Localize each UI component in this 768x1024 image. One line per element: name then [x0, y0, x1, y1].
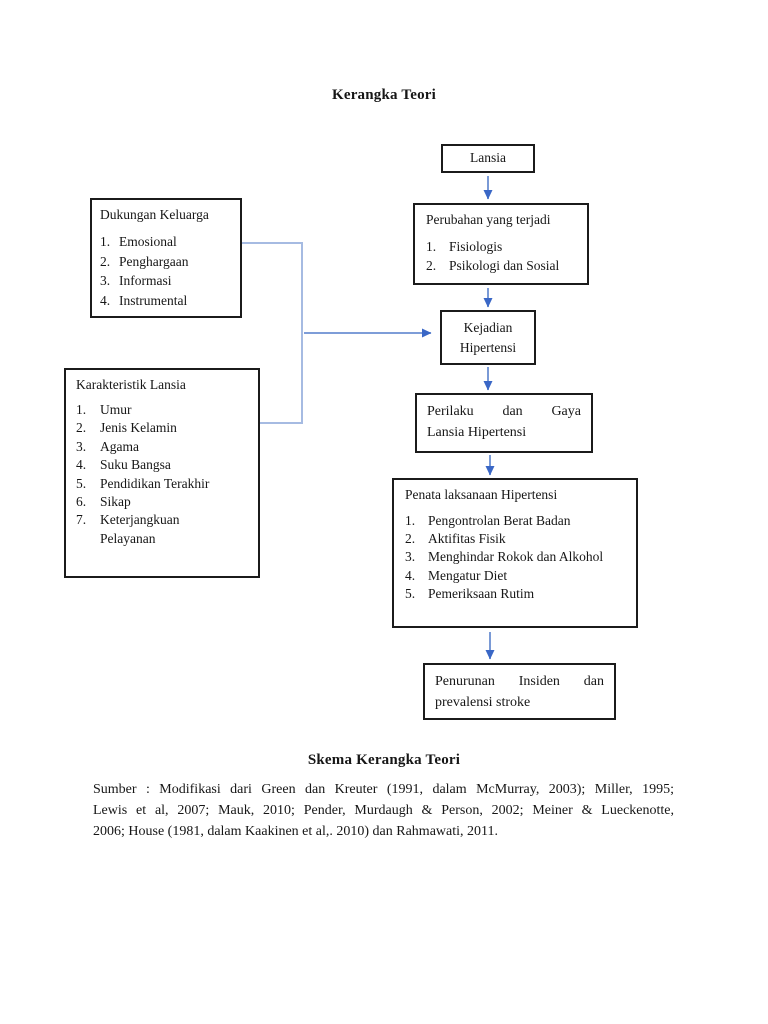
list-item: 6. Sikap [76, 493, 248, 511]
list-item-text: Mengatur Diet [428, 567, 508, 583]
box-lansia: Lansia [441, 144, 535, 173]
list-item-number: 5. [76, 475, 87, 491]
list-item-number: 1. [405, 513, 416, 528]
list-item: 1. Emosional [100, 232, 232, 252]
list-item-number: 2. [405, 531, 416, 547]
box-perilaku: Perilaku dan Gaya Lansia Hipertensi [415, 393, 593, 453]
list-item-text: Pemeriksaan Rutim [428, 585, 535, 601]
list-item-text: Emosional [119, 234, 177, 249]
list-item-text: Keterjangkuan [100, 512, 180, 528]
list-item-number: 2. [76, 420, 87, 436]
list-item: 1. Pengontrolan Berat Badan [405, 512, 625, 530]
list-item-number: 4. [100, 292, 111, 308]
list-item-number: 1. [76, 402, 87, 417]
box-kejadian: Kejadian Hipertensi [440, 310, 536, 365]
box-lansia-label: Lansia [470, 150, 506, 165]
list-item-text: Psikologi dan Sosial [449, 258, 560, 273]
list-item: 5. Pendidikan Terakhir [76, 475, 248, 493]
list-item: 1. Fisiologis [426, 237, 576, 256]
box-penurunan: Penurunan Insiden dan prevalensi stroke [423, 663, 616, 720]
list-item: 1. Umur [76, 401, 248, 419]
list-item-text: Suku Bangsa [100, 457, 171, 473]
list-item-text: Aktifitas Fisik [428, 531, 506, 547]
box-karakteristik: Karakteristik Lansia 1. Umur 2. Jenis Ke… [64, 368, 260, 578]
box-kejadian-line2: Hipertensi [459, 340, 517, 355]
list-item-text: Informasi [119, 273, 172, 288]
list-item-number: 5. [405, 585, 416, 601]
list-item: 4. Suku Bangsa [76, 456, 248, 474]
box-penata-list: 1. Pengontrolan Berat Badan 2. Aktifitas… [405, 512, 625, 603]
list-item: 5. Pemeriksaan Rutim [405, 585, 625, 603]
box-dukungan-title: Dukungan Keluarga [100, 207, 209, 222]
source-line: Lewis et al, 2007; Mauk, 2010; Pender, M… [93, 803, 674, 818]
list-item-number: 2. [100, 253, 111, 269]
list-item: 2. Psikologi dan Sosial [426, 256, 576, 275]
source-line: Sumber : Modifikasi dari Green dan Kreut… [93, 782, 674, 797]
list-item-text: Umur [100, 402, 132, 417]
box-dukungan: Dukungan Keluarga 1. Emosional 2. Pengha… [90, 198, 242, 318]
box-karakteristik-title: Karakteristik Lansia [76, 377, 186, 392]
list-item: 3. Agama [76, 438, 248, 456]
box-kejadian-line1: Kejadian [463, 320, 513, 335]
list-item: 2. Aktifitas Fisik [405, 530, 625, 548]
list-item-text-wrap: Pelayanan [100, 530, 156, 546]
list-item-text: Penghargaan [119, 253, 189, 269]
list-item-text: Jenis Kelamin [100, 420, 177, 436]
list-item-number: 4. [405, 567, 416, 583]
box-penata-title: Penata laksanaan Hipertensi [405, 487, 558, 502]
list-item-number: 3. [76, 438, 87, 454]
list-item: 3. Informasi [100, 271, 232, 291]
list-item-number: 4. [76, 457, 87, 473]
list-item: 4. Mengatur Diet [405, 567, 625, 585]
list-item-number: 1. [426, 239, 437, 254]
list-item-text: Pengontrolan Berat Badan [428, 513, 571, 528]
list-item-text: Pendidikan Terakhir [100, 475, 210, 491]
list-item-text: Fisiologis [449, 239, 503, 254]
list-item: 4. Instrumental [100, 291, 232, 311]
box-karakteristik-list: 1. Umur 2. Jenis Kelamin 3. Agama 4. Suk… [76, 401, 248, 548]
list-item-text: Menghindar Rokok dan Alkohol [428, 549, 604, 565]
box-perilaku-line2: Lansia Hipertensi [427, 425, 527, 440]
list-item-number: 3. [405, 549, 416, 565]
box-penurunan-line2: prevalensi stroke [435, 695, 531, 710]
caption-title: Skema Kerangka Teori [307, 752, 461, 768]
list-item-text: Sikap [100, 494, 131, 510]
box-perubahan-title: Perubahan yang terjadi [426, 212, 551, 227]
box-dukungan-list: 1. Emosional 2. Penghargaan 3. Informasi… [100, 232, 232, 310]
list-item: 2. Jenis Kelamin [76, 419, 248, 437]
source-paragraph: Sumber : Modifikasi dari Green dan Kreut… [93, 779, 674, 842]
list-item: 3. Menghindar Rokok dan Alkohol [405, 548, 625, 566]
box-perubahan: Perubahan yang terjadi 1. Fisiologis 2. … [413, 203, 589, 285]
list-item-text: Instrumental [119, 292, 188, 308]
list-item-number: 7. [76, 512, 87, 528]
list-item-number: 2. [426, 258, 437, 273]
box-perilaku-line1: Perilaku dan Gaya [427, 404, 581, 419]
list-item: 2. Penghargaan [100, 252, 232, 272]
list-item-number: 1. [100, 234, 111, 249]
list-item-text: Agama [100, 438, 139, 454]
list-item-number: 3. [100, 273, 111, 288]
page-title: Kerangka Teori [331, 87, 437, 103]
list-item-number: 6. [76, 494, 87, 510]
box-perubahan-list: 1. Fisiologis 2. Psikologi dan Sosial [426, 237, 576, 275]
source-line: 2006; House (1981, dalam Kaakinen et al,… [93, 824, 498, 839]
box-penurunan-line1: Penurunan Insiden dan [435, 674, 604, 689]
box-penata: Penata laksanaan Hipertensi 1. Pengontro… [392, 478, 638, 628]
list-item: 7. Keterjangkuan [76, 511, 248, 529]
